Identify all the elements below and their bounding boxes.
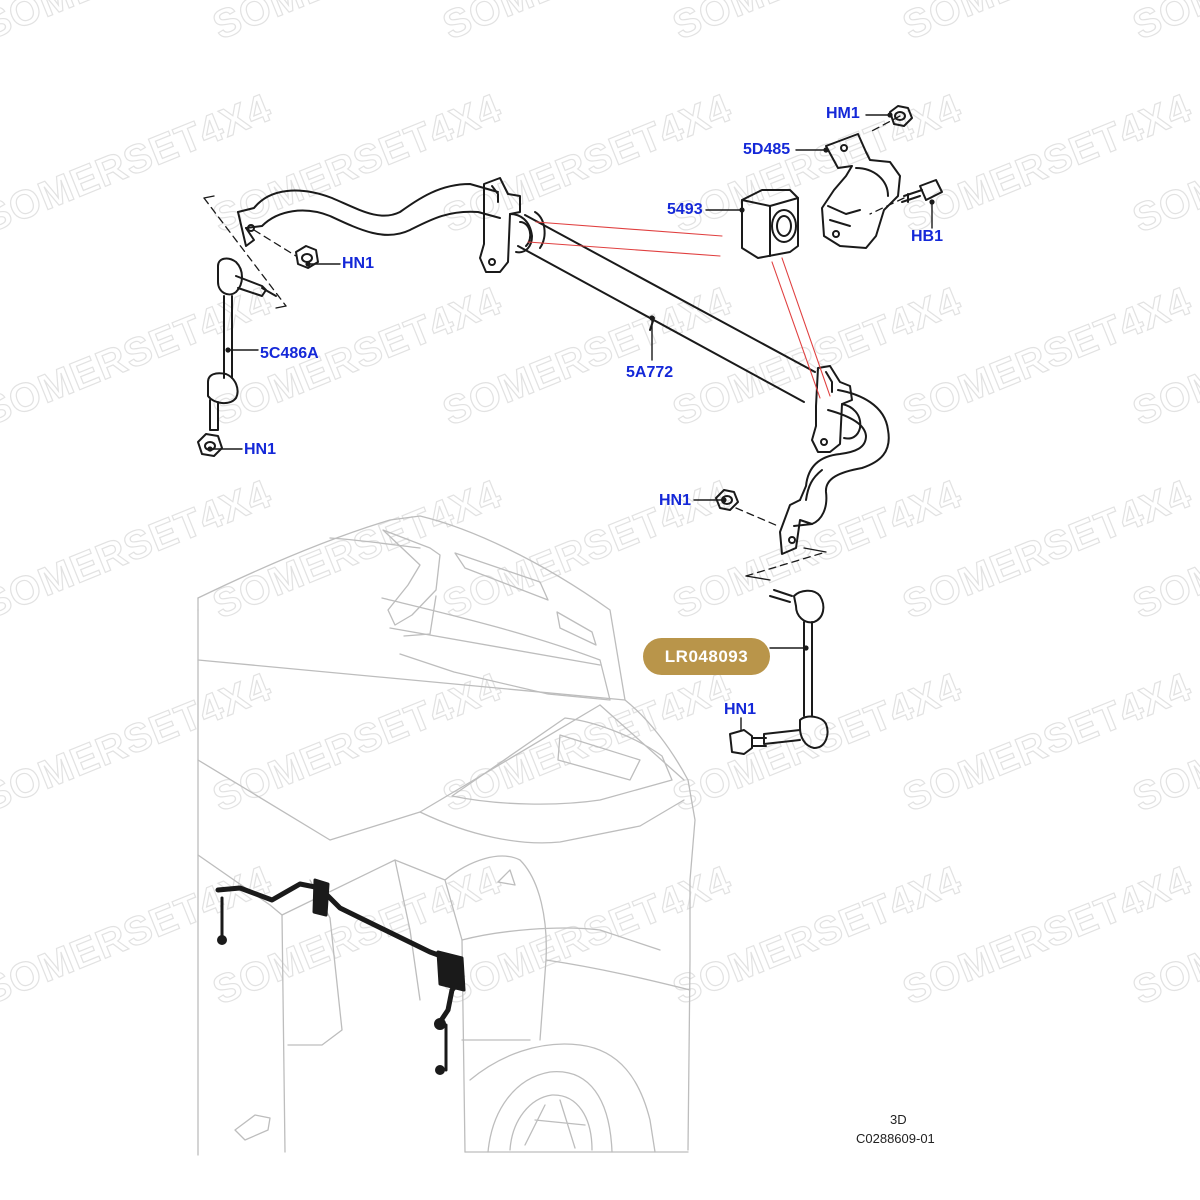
view-label: 3D	[890, 1112, 907, 1127]
callout-hn1-low[interactable]: HN1	[724, 701, 757, 718]
vehicle-stabilizer-bar	[215, 878, 466, 1075]
callout-5c486a[interactable]: 5C486A	[260, 345, 319, 362]
axis-ticks	[203, 195, 827, 581]
stabilizer-link-right	[729, 589, 829, 755]
stabilizer-link-left	[207, 257, 277, 431]
callout-hn1-mid[interactable]: HN1	[659, 492, 692, 509]
callout-hb1[interactable]: HB1	[911, 228, 944, 245]
bolt	[901, 179, 943, 203]
bushing	[741, 189, 799, 259]
callout-dots	[207, 112, 935, 651]
callout-hn1-top[interactable]: HN1	[342, 255, 375, 272]
callout-5a772[interactable]: 5A772	[626, 364, 674, 381]
clamp-bracket	[821, 133, 901, 249]
assembly-axis-lines	[203, 115, 905, 577]
anti-roll-bar	[237, 183, 890, 555]
callout-5d485[interactable]: 5D485	[743, 141, 791, 158]
nut-hm1	[889, 105, 913, 127]
callout-hm1[interactable]: HM1	[826, 105, 860, 122]
diagram-code: C0288609-01	[856, 1131, 935, 1146]
bar-clamp-left	[479, 177, 533, 273]
callout-leaders	[209, 114, 933, 731]
nut-hn1-left	[197, 433, 223, 457]
callout-5493[interactable]: 5493	[667, 201, 703, 218]
vehicle-outline	[197, 515, 696, 1156]
callout-hn1-left[interactable]: HN1	[244, 441, 277, 458]
bar-clamp-right	[811, 365, 862, 453]
bushing-leader-lines	[527, 221, 831, 399]
part-number-badge[interactable]: LR048093	[643, 638, 770, 675]
